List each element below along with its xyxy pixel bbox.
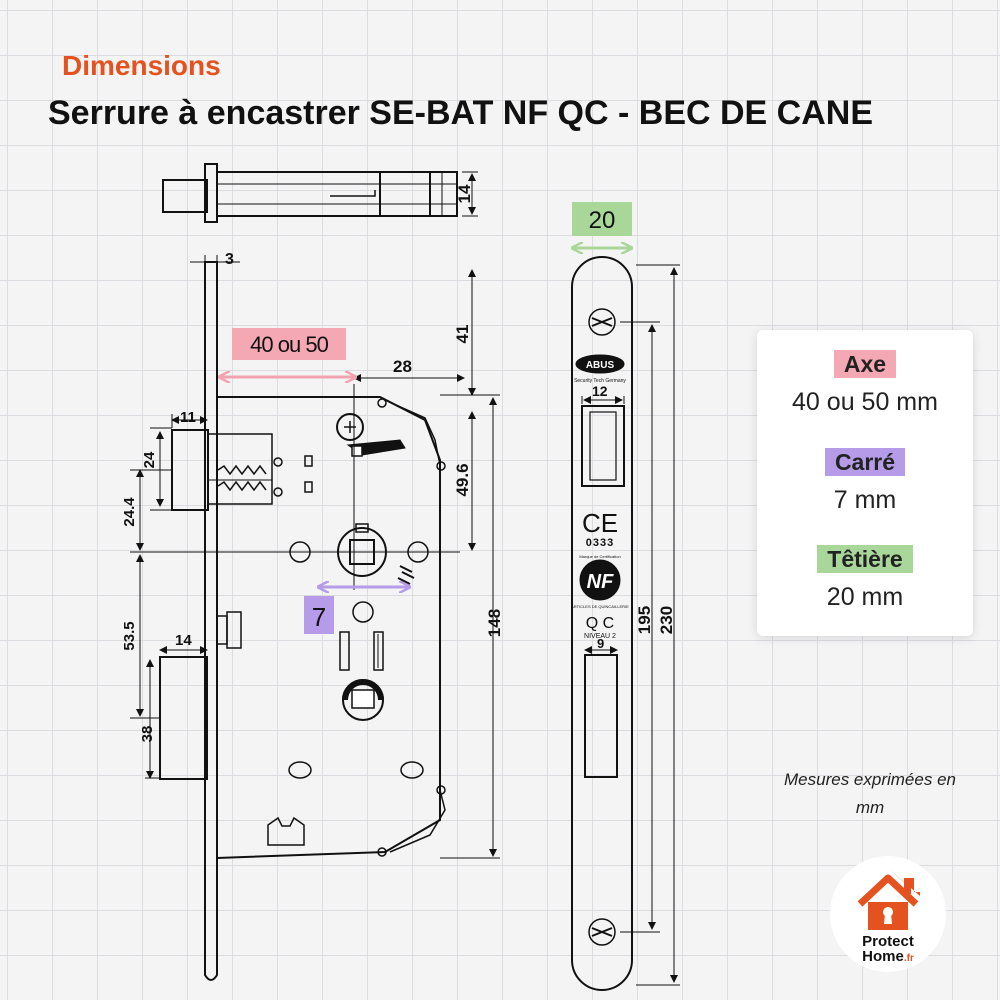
dim-53-5: 53.5 [121,621,138,650]
logo-line2: Home [862,948,904,965]
front-dimension-lines [130,255,500,859]
tetiere-label-box [572,202,632,236]
dim-9: 9 [597,636,604,651]
dim-24-4: 24.4 [121,497,138,527]
dim-230: 230 [657,606,676,634]
legend-item-tetiere: Têtière 20 mm [757,545,973,612]
legend-label-tetiere: Têtière [817,545,913,573]
legend-value-carre: 7 mm [833,486,897,514]
legend-card: Axe 40 ou 50 mm Carré 7 mm Têtière 20 mm [757,330,973,636]
dim-40-50: 40 ou 50 [250,332,328,357]
header-kicker: Dimensions [62,50,221,81]
legend-item-carre: Carré 7 mm [757,448,973,515]
logo-suffix: .fr [903,953,914,964]
logo-line2-wrap: Home.fr [830,949,946,966]
dim-14-top: 14 [455,184,474,203]
highlighted-dimension-labels: 40 ou 50 7 20 [250,207,615,632]
dim-148: 148 [485,609,504,637]
dimension-labels: 14 3 28 41 11 24 24.4 49.6 53.5 14 148 3… [121,184,676,742]
dim-3: 3 [225,251,234,268]
legend-label-axe: Axe [833,350,897,378]
page-title: Serrure à encastrer SE-BAT NF QC - BEC D… [48,94,874,132]
qc-mark: Q C [586,615,614,632]
level-mark: NIVEAU 2 [584,633,616,640]
lock-top-view [162,163,478,223]
axe-label-box [232,328,346,360]
faceplate-view [571,256,680,991]
dim-28: 28 [393,357,412,376]
dim-38: 38 [139,726,156,743]
dim-7: 7 [312,602,326,632]
dim-20: 20 [589,207,616,234]
dim-24: 24 [141,451,158,468]
dim-11: 11 [180,409,196,426]
ce-number: 0333 [586,537,614,549]
nf-top-mark: Marque de Certification [579,554,620,559]
dim-49-6: 49.6 [453,463,472,496]
dim-41: 41 [453,325,472,344]
units-note: Mesures exprimées en mm [784,770,956,817]
dim-195: 195 [635,606,654,634]
carre-label-box [304,596,334,634]
protect-home-logo: Protect Home.fr [830,856,946,972]
dim-14-left: 14 [175,632,192,649]
brand-mark: ABUS [586,360,615,371]
ce-mark: CE [582,508,618,538]
legend-value-tetiere: 20 mm [826,583,904,611]
brand-sub-mark: Security Tech Germany [574,378,626,384]
legend-value-axe: 40 ou 50 mm [792,388,938,416]
faceplate-markings: ABUS Security Tech Germany CE 0333 Marqu… [571,360,629,640]
legend-label-carre: Carré [824,448,906,476]
lock-front-view [130,261,460,981]
nf-bottom-mark: ARTICLES DE QUINCAILLERIE [571,604,629,609]
dim-12: 12 [592,383,608,399]
nf-mark: NF [587,571,614,593]
logo-line1: Protect [862,933,914,950]
legend-item-axe: Axe 40 ou 50 mm [757,350,973,417]
house-keyhole-icon [857,868,920,930]
